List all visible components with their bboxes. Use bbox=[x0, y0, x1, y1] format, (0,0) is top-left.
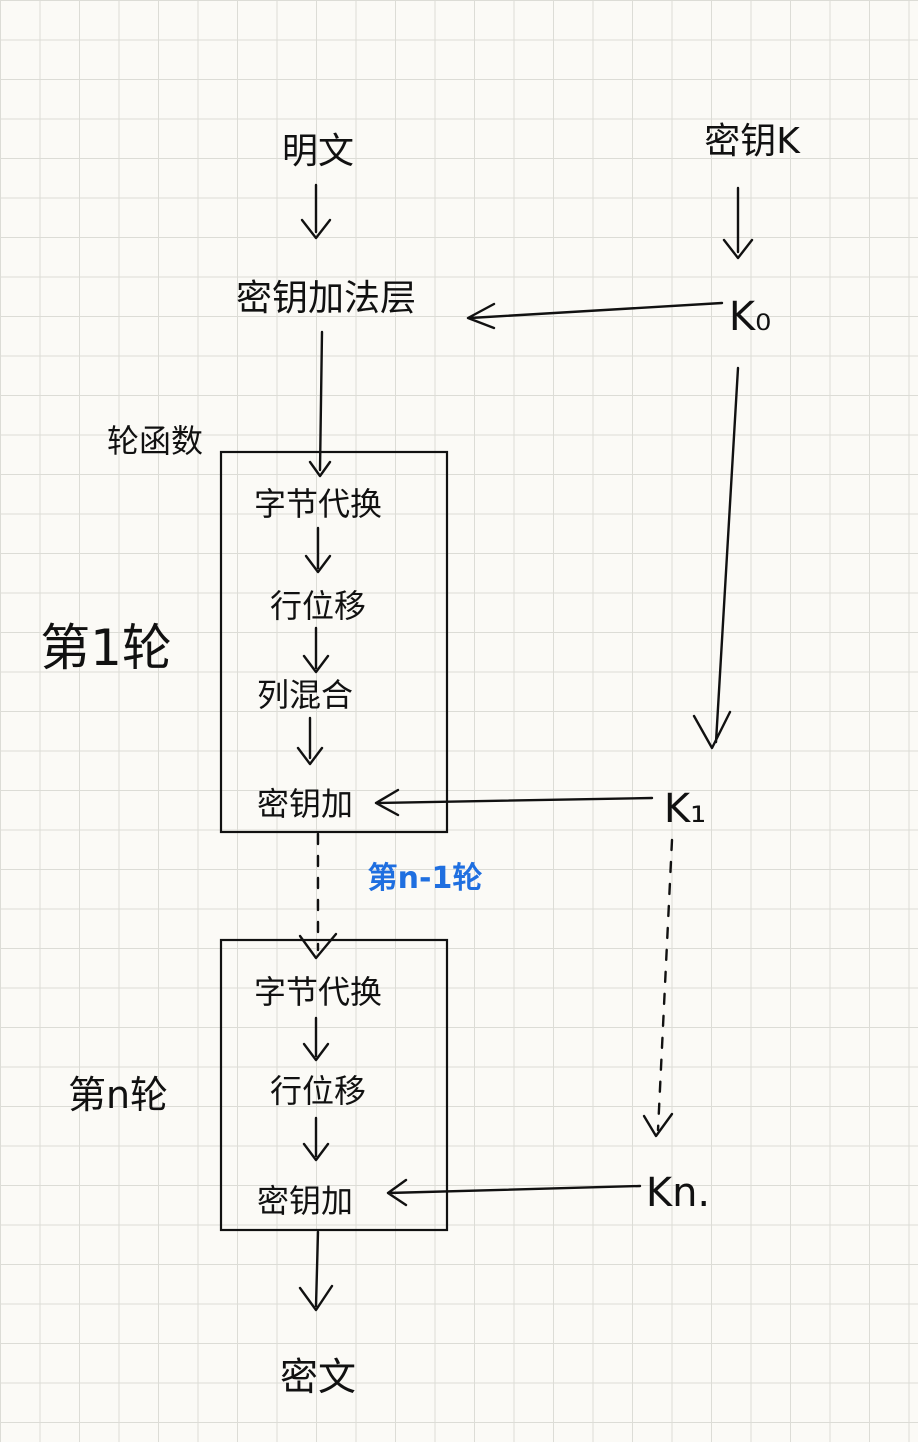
round1-arrow-3 bbox=[296, 716, 324, 766]
kn-label: Kn. bbox=[646, 1170, 710, 1216]
k1-to-kn-arrowhead bbox=[642, 1112, 674, 1138]
ciphertext-label: 密文 bbox=[280, 1355, 356, 1399]
round1-arrow-2 bbox=[302, 626, 330, 674]
round1-step-addroundkey: 密钥加 bbox=[257, 785, 353, 823]
round-n-step-shiftrows: 行位移 bbox=[270, 1072, 366, 1110]
k1-label: K₁ bbox=[664, 786, 706, 832]
k1-to-round1-arrow bbox=[374, 788, 654, 817]
round-n-step-subbytes: 字节代换 bbox=[254, 973, 382, 1011]
key-to-k0-arrow bbox=[722, 186, 754, 260]
key-label: 密钥K bbox=[704, 121, 801, 162]
round-n-label: 第n轮 bbox=[68, 1073, 168, 1117]
round1-label: 第1轮 bbox=[40, 619, 172, 677]
round-n-step-addroundkey: 密钥加 bbox=[257, 1182, 353, 1220]
plaintext-label: 明文 bbox=[282, 131, 354, 172]
round-function-label: 轮函数 bbox=[107, 422, 203, 460]
round-n-arrow-2 bbox=[302, 1116, 330, 1162]
round-n-box bbox=[219, 938, 449, 1232]
round1-step-subbytes: 字节代换 bbox=[254, 485, 382, 523]
round-n-arrow-1 bbox=[302, 1016, 330, 1062]
k0-to-k1-arrow bbox=[692, 366, 740, 750]
plaintext-arrow bbox=[300, 183, 332, 240]
round-gap-arrowhead bbox=[298, 932, 338, 960]
initial-add-round-key-label: 密钥加法层 bbox=[236, 278, 416, 319]
addkey-to-round1-arrow bbox=[308, 330, 332, 478]
round1-arrow-1 bbox=[304, 526, 332, 574]
k0-label: K₀ bbox=[729, 294, 771, 340]
middle-rounds-label: 第n-1轮 bbox=[368, 861, 483, 896]
round1-box bbox=[219, 450, 449, 834]
kn-to-round-n-arrow bbox=[386, 1178, 642, 1207]
k0-to-addkey-arrow bbox=[466, 301, 724, 330]
output-arrow bbox=[298, 1230, 334, 1312]
round1-step-mixcolumns: 列混合 bbox=[257, 676, 353, 714]
round1-step-shiftrows: 行位移 bbox=[270, 587, 366, 625]
k1-to-kn-dashed-line bbox=[656, 838, 674, 1132]
